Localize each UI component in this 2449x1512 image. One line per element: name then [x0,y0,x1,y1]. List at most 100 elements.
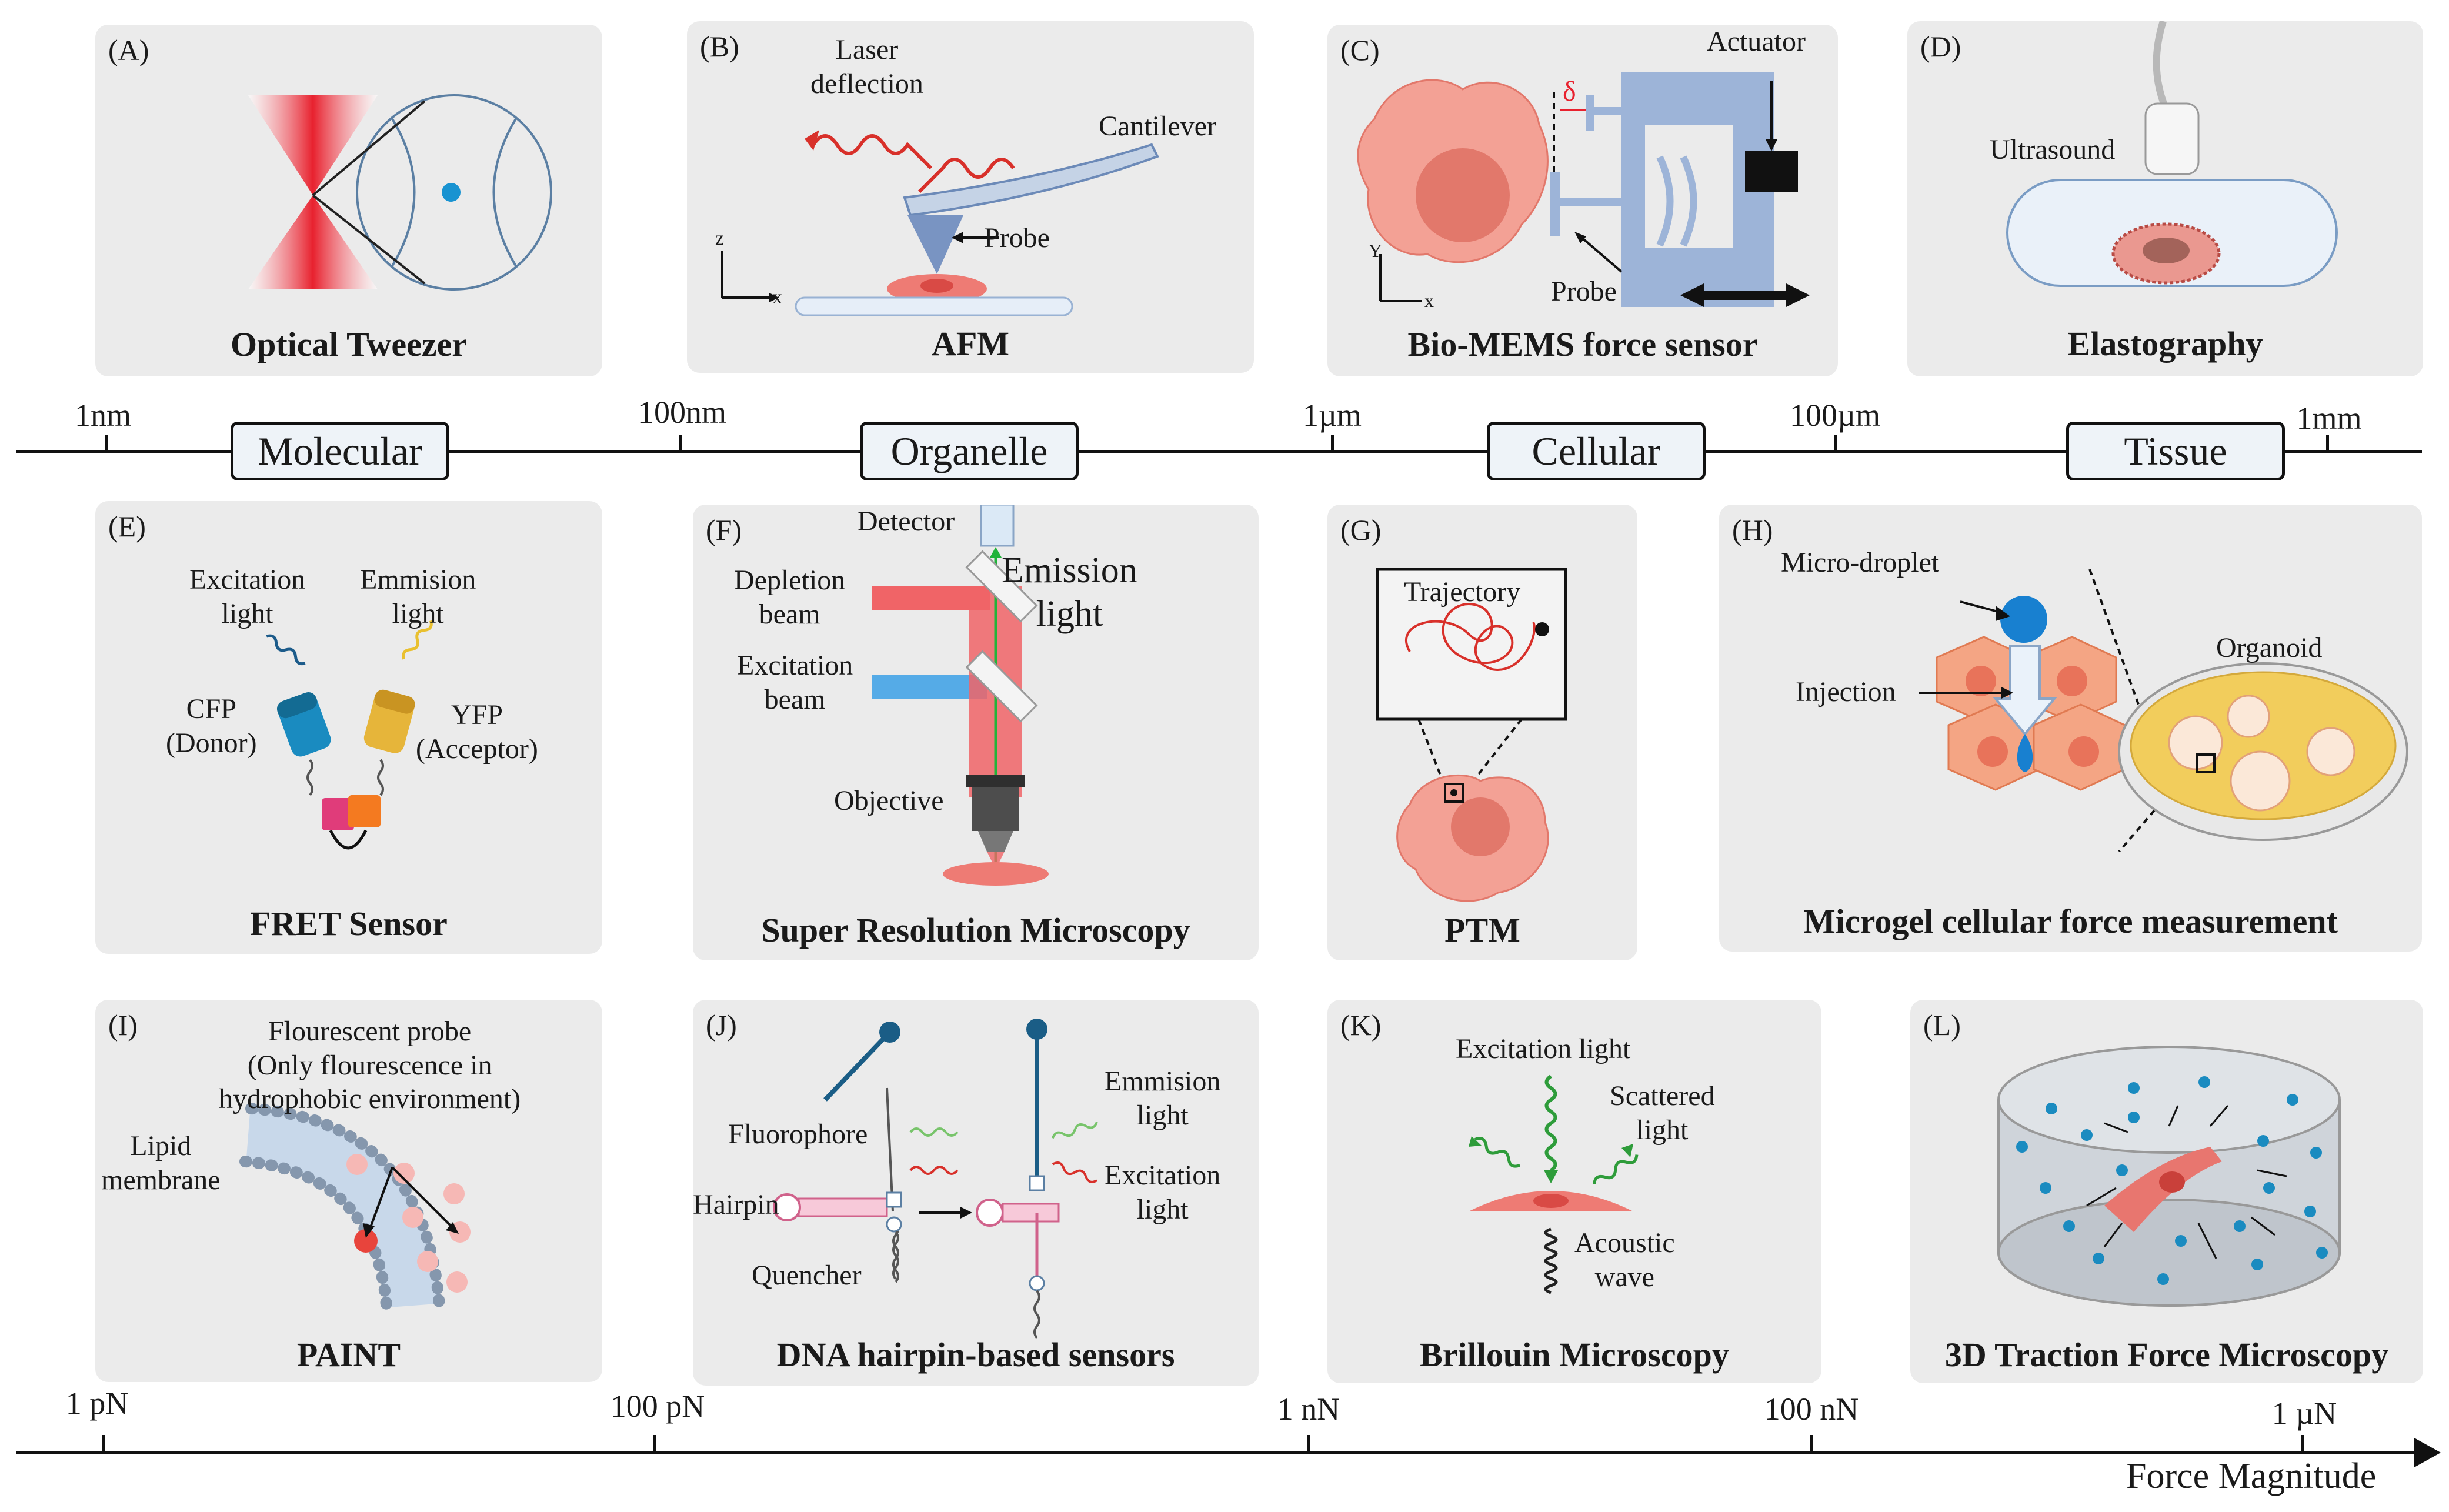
tracked-particle-box [1444,783,1464,803]
panel-afm: (B) Laser deflection Cantilever Probe z … [687,21,1254,373]
fluorophore-label: Fluorophore [728,1119,868,1150]
depletion-label: Depletion beam [734,565,846,630]
micro-droplet [2000,596,2047,643]
panel-title: Bio-MEMS force sensor [1407,325,1758,363]
panel-letter: (C) [1340,34,1380,66]
trajectory-box [1376,568,1567,721]
trajectory-label: Trajectory [1404,576,1521,608]
probe-label: Probe [1551,276,1617,307]
length-tick [105,435,108,453]
laser-wave-in [812,134,933,170]
panel-super-resolution: (F) Detector Emission light Depletion be… [693,505,1259,960]
organoid [2306,727,2355,776]
injection-arrow [1993,645,2057,736]
laser-cone-bottom [248,195,378,289]
hairpin-stem [798,1197,888,1217]
laser-wave-out [917,158,1015,193]
substrate [795,296,1073,316]
scattered-wave-right [1593,1154,1639,1185]
panel-title: AFM [931,325,1010,363]
droplet-label: Micro-droplet [1781,547,1940,578]
afm-tip [907,215,963,274]
category-tissue: Tissue [2066,422,2285,480]
length-tick-label: 100nm [638,395,727,430]
quencher-label: Quencher [752,1260,862,1291]
panel-fret-sensor: (E) Excitation light Emmision light CFP … [95,501,602,954]
x-axis-label: x [772,286,782,308]
panel-letter: (J) [706,1009,737,1042]
force-tick-label: 1 µN [2271,1396,2337,1431]
category-cellular: Cellular [1487,422,1706,480]
panel-letter: (E) [108,510,146,543]
panel-title: Elastography [2067,325,2263,363]
panel-3d-tfm: (L) 3D Traction Force Microscopy [1910,1000,2423,1383]
fret-illustration [266,620,433,850]
tfm-illustration [1997,1046,2341,1307]
force-tick [1810,1435,1813,1453]
elastography-illustration [2006,21,2338,287]
lipid-label: Lipid membrane [101,1130,221,1196]
panel-letter: (L) [1923,1009,1961,1042]
microgel-illustration [1919,569,2408,853]
ptm-illustration [1376,568,1567,902]
panel-letter: (G) [1340,513,1382,546]
length-tick-label: 1µm [1302,398,1362,433]
dichroic-mirror-1 [965,550,1038,623]
force-tick-label: 1 nN [1277,1391,1340,1427]
scattered-label: Scattered light [1610,1080,1715,1146]
probe-label: Probe [984,222,1050,253]
y-axis-label: Y [1369,240,1383,261]
probe-label: Flourescent probe (Only flourescence in … [219,1016,521,1115]
excitation-wave [266,634,306,666]
afm-illustration [721,130,1159,316]
panel-bio-mems: (C) Actuator δ Probe Y x Bio-MEMS force … [1327,25,1838,376]
panel-elastography: (D) Ultrasound Elastography [1907,21,2423,376]
force-axis-title: Force Magnitude [2126,1456,2377,1496]
hairpin-loop [773,1193,801,1221]
panel-letter: (B) [700,30,739,63]
linker-domain-2 [348,795,381,827]
brillouin-illustration [1469,1074,1639,1294]
panel-title: FRET Sensor [250,904,448,943]
panel-title: PAINT [296,1336,401,1374]
cantilever [903,143,1159,217]
optical-tweezer-illustration [248,94,552,291]
trajectory-path [1405,603,1536,671]
organoid-label: Organoid [2216,632,2323,663]
emission-wave [402,620,433,660]
yfp-label: YFP (Acceptor) [416,699,538,765]
panel-letter: (D) [1920,30,1961,63]
cfp-label: CFP (Donor) [166,693,257,759]
fluorescent-probe-on [354,1229,378,1253]
hairpin-label: Hairpin [693,1189,779,1220]
dichroic-mirror-2 [965,650,1038,723]
length-tick [1834,435,1837,453]
panel-title: Super Resolution Microscopy [761,911,1190,949]
length-tick [1331,435,1334,453]
cell [943,862,1049,886]
length-tick-label: 1nm [74,398,132,433]
force-tick [653,1435,656,1453]
x-axis-label: x [1424,290,1434,311]
excitation-wave [1544,1074,1557,1172]
ultrasound-transducer [2144,102,2200,175]
length-scale-axis [16,450,2422,453]
excitation-label: Excitation light [189,564,306,629]
injection-label: Injection [1796,676,1896,707]
force-tick-label: 100 pN [610,1388,705,1424]
excitation-label: Excitation light [1456,1033,1631,1064]
force-tick-label: 1 pN [65,1386,129,1421]
ultrasound-label: Ultrasound [1990,134,2116,165]
bio-mems-illustration [1357,72,1810,307]
paint-illustration [239,1103,471,1311]
category-molecular: Molecular [231,422,449,480]
zoom-circle [356,94,552,291]
length-tick [2326,435,2329,453]
emission-label: Emmision light [1105,1066,1221,1131]
force-axis-arrowhead [2414,1438,2441,1467]
cantilever-label: Cantilever [1099,111,1216,142]
panel-title: Microgel cellular force measurement [1803,902,2338,940]
z-axis-label: z [715,228,725,249]
acoustic-label: Acoustic wave [1574,1227,1675,1293]
panel-letter: (I) [108,1009,138,1042]
